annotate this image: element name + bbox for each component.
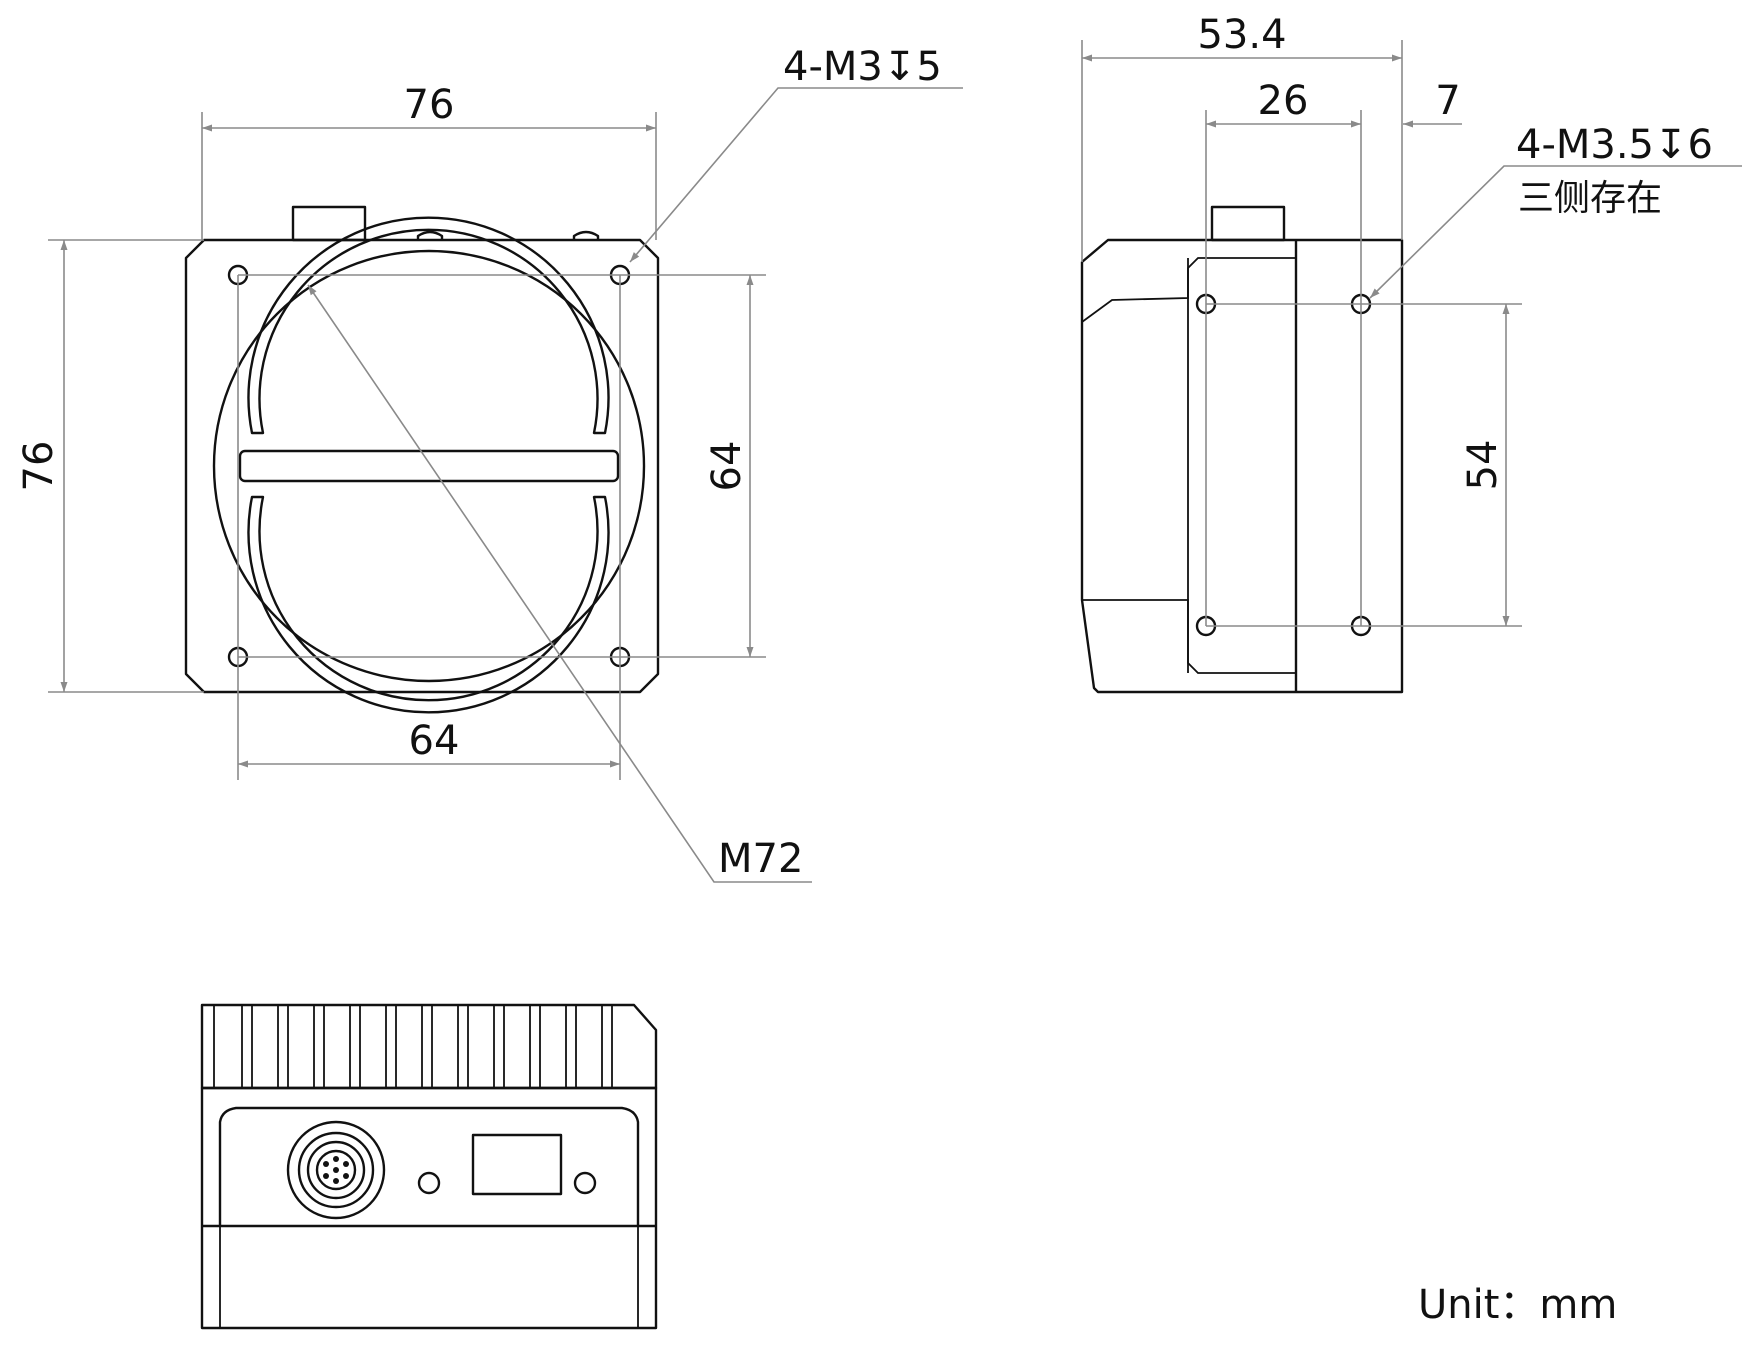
front-mount-holes xyxy=(227,264,631,668)
front-body-outline xyxy=(184,205,660,694)
front-vertical-hole-spacing-label: 64 xyxy=(704,441,750,492)
side-dimension-lines xyxy=(1081,40,1742,627)
side-body-outline xyxy=(1080,205,1404,694)
front-dimension-lines xyxy=(48,87,963,883)
rear-connector-icon xyxy=(286,1120,386,1220)
side-offset-label: 7 xyxy=(1435,78,1460,124)
rear-heatsink-fins xyxy=(200,1003,658,1090)
lens-mount-ring xyxy=(212,216,646,714)
front-mount-hole-callout: 4-M3↧5 xyxy=(783,44,942,90)
lens-mount-label: M72 xyxy=(718,836,803,882)
front-view: 76 76 64 64 4-M3↧5 M72 xyxy=(16,44,963,883)
side-mount-hole-callout: 4-M3.5↧6 xyxy=(1516,122,1713,168)
front-width-label: 76 xyxy=(404,82,455,128)
rear-view xyxy=(200,1003,658,1330)
units-label: Unit：mm xyxy=(1418,1282,1617,1328)
side-vertical-hole-spacing-label: 54 xyxy=(1460,440,1506,491)
side-mount-hole-note: 三侧存在 xyxy=(1518,178,1662,219)
side-depth-label: 53.4 xyxy=(1197,12,1286,58)
front-horizontal-hole-spacing-label: 64 xyxy=(409,718,460,764)
front-height-label: 76 xyxy=(16,441,62,492)
side-horizontal-hole-spacing-label: 26 xyxy=(1258,78,1309,124)
rear-indicator-leds xyxy=(417,1133,597,1196)
side-mount-holes xyxy=(1195,293,1372,637)
rear-body-outline xyxy=(200,1086,658,1330)
side-view: 53.4 26 7 54 4-M3.5↧6 三侧存在 xyxy=(1080,12,1742,694)
